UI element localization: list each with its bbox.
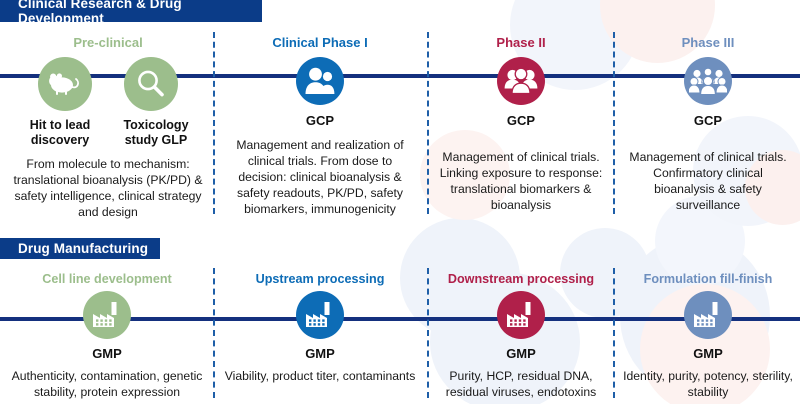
section-header-drug-manufacturing: Drug Manufacturing <box>0 238 160 259</box>
stage-clinical-phase-i[interactable]: Clinical Phase I GCP Management and real… <box>222 35 418 217</box>
four-people-icon[interactable] <box>497 56 545 105</box>
standard-label-gmp-upstream: GMP <box>305 346 335 362</box>
magnifier-icon[interactable] <box>124 56 178 111</box>
divider-manufacturing-1 <box>213 268 215 398</box>
divider-manufacturing-2 <box>427 268 429 398</box>
divider-clinical-1 <box>213 32 215 214</box>
stage-title-cell-line-development: Cell line development <box>42 272 172 286</box>
stage-title-phase-ii: Phase II <box>496 35 546 50</box>
phase-iii-icon-row <box>620 56 796 105</box>
stage-title-phase-iii: Phase III <box>681 35 735 50</box>
stage-title-downstream-processing: Downstream processing <box>447 272 595 286</box>
divider-clinical-3 <box>613 32 615 214</box>
section-header-clinical-research: Clinical Research & Drug Development <box>0 0 262 26</box>
stage-downstream-processing[interactable]: Downstream processing <box>430 272 612 400</box>
divider-manufacturing-3 <box>613 268 615 398</box>
stage-pre-clinical[interactable]: Pre-clinical <box>6 35 210 220</box>
standard-label-gcp-phase-iii: GCP <box>693 112 723 128</box>
stage-phase-ii[interactable]: Phase II GCP Management of clinical tria… <box>432 35 610 213</box>
pre-clinical-icon-labels: Hit to lead discovery Toxicology study G… <box>6 118 210 148</box>
standard-label-gmp-formulation: GMP <box>693 346 723 362</box>
stage-description-phase-ii: Management of clinical trials. Linking e… <box>439 149 603 212</box>
standard-label-gcp-phase-i: GCP <box>305 112 335 128</box>
clinical-phase-i-icon-row <box>222 56 418 105</box>
crowd-people-icon[interactable] <box>684 56 732 105</box>
factory-icon[interactable] <box>296 291 344 340</box>
stage-upstream-processing[interactable]: Upstream processing <box>222 272 418 384</box>
phase-ii-icon-row <box>432 56 610 105</box>
standard-label-gmp-cell-line: GMP <box>92 346 122 362</box>
stage-description-downstream-processing: Purity, HCP, residual DNA, residual viru… <box>445 369 597 400</box>
stage-description-phase-iii: Management of clinical trials. Confirmat… <box>629 149 787 212</box>
two-people-icon[interactable] <box>296 56 344 105</box>
upstream-icon-row <box>222 291 418 340</box>
standard-label-gmp-downstream: GMP <box>506 346 536 362</box>
downstream-icon-row <box>430 291 612 340</box>
cell-line-icon-row <box>4 291 210 340</box>
stage-title-formulation-fill-finish: Formulation fill-finish <box>643 272 773 286</box>
factory-icon[interactable] <box>83 291 131 340</box>
pre-clinical-icon-row <box>6 56 210 111</box>
factory-icon[interactable] <box>684 291 732 340</box>
stage-description-upstream-processing: Viability, product titer, contaminants <box>224 369 416 384</box>
clinical-timeline-rule <box>0 74 800 78</box>
stage-title-clinical-phase-i: Clinical Phase I <box>272 35 368 50</box>
icon-label-toxicology: Toxicology study GLP <box>123 117 189 147</box>
stage-title-pre-clinical: Pre-clinical <box>73 35 143 50</box>
stage-description-clinical-phase-i: Management and realization of clinical t… <box>236 137 404 216</box>
formulation-icon-row <box>618 291 798 340</box>
stage-description-pre-clinical: From molecule to mechanism: translationa… <box>13 156 203 220</box>
divider-clinical-2 <box>427 32 429 214</box>
stage-title-upstream-processing: Upstream processing <box>255 272 385 286</box>
stage-cell-line-development[interactable]: Cell line development <box>4 272 210 400</box>
icon-label-hit-to-lead: Hit to lead discovery <box>29 117 91 147</box>
stage-description-cell-line-development: Authenticity, contamination, genetic sta… <box>11 369 203 400</box>
stage-formulation-fill-finish[interactable]: Formulation fill-finish <box>618 272 798 400</box>
stage-phase-iii[interactable]: Phase III GCP M <box>620 35 796 213</box>
factory-icon[interactable] <box>497 291 545 340</box>
standard-label-gcp-phase-ii: GCP <box>506 112 536 128</box>
mouse-icon[interactable] <box>38 56 92 111</box>
stage-description-formulation-fill-finish: Identity, purity, potency, sterility, st… <box>623 369 793 400</box>
